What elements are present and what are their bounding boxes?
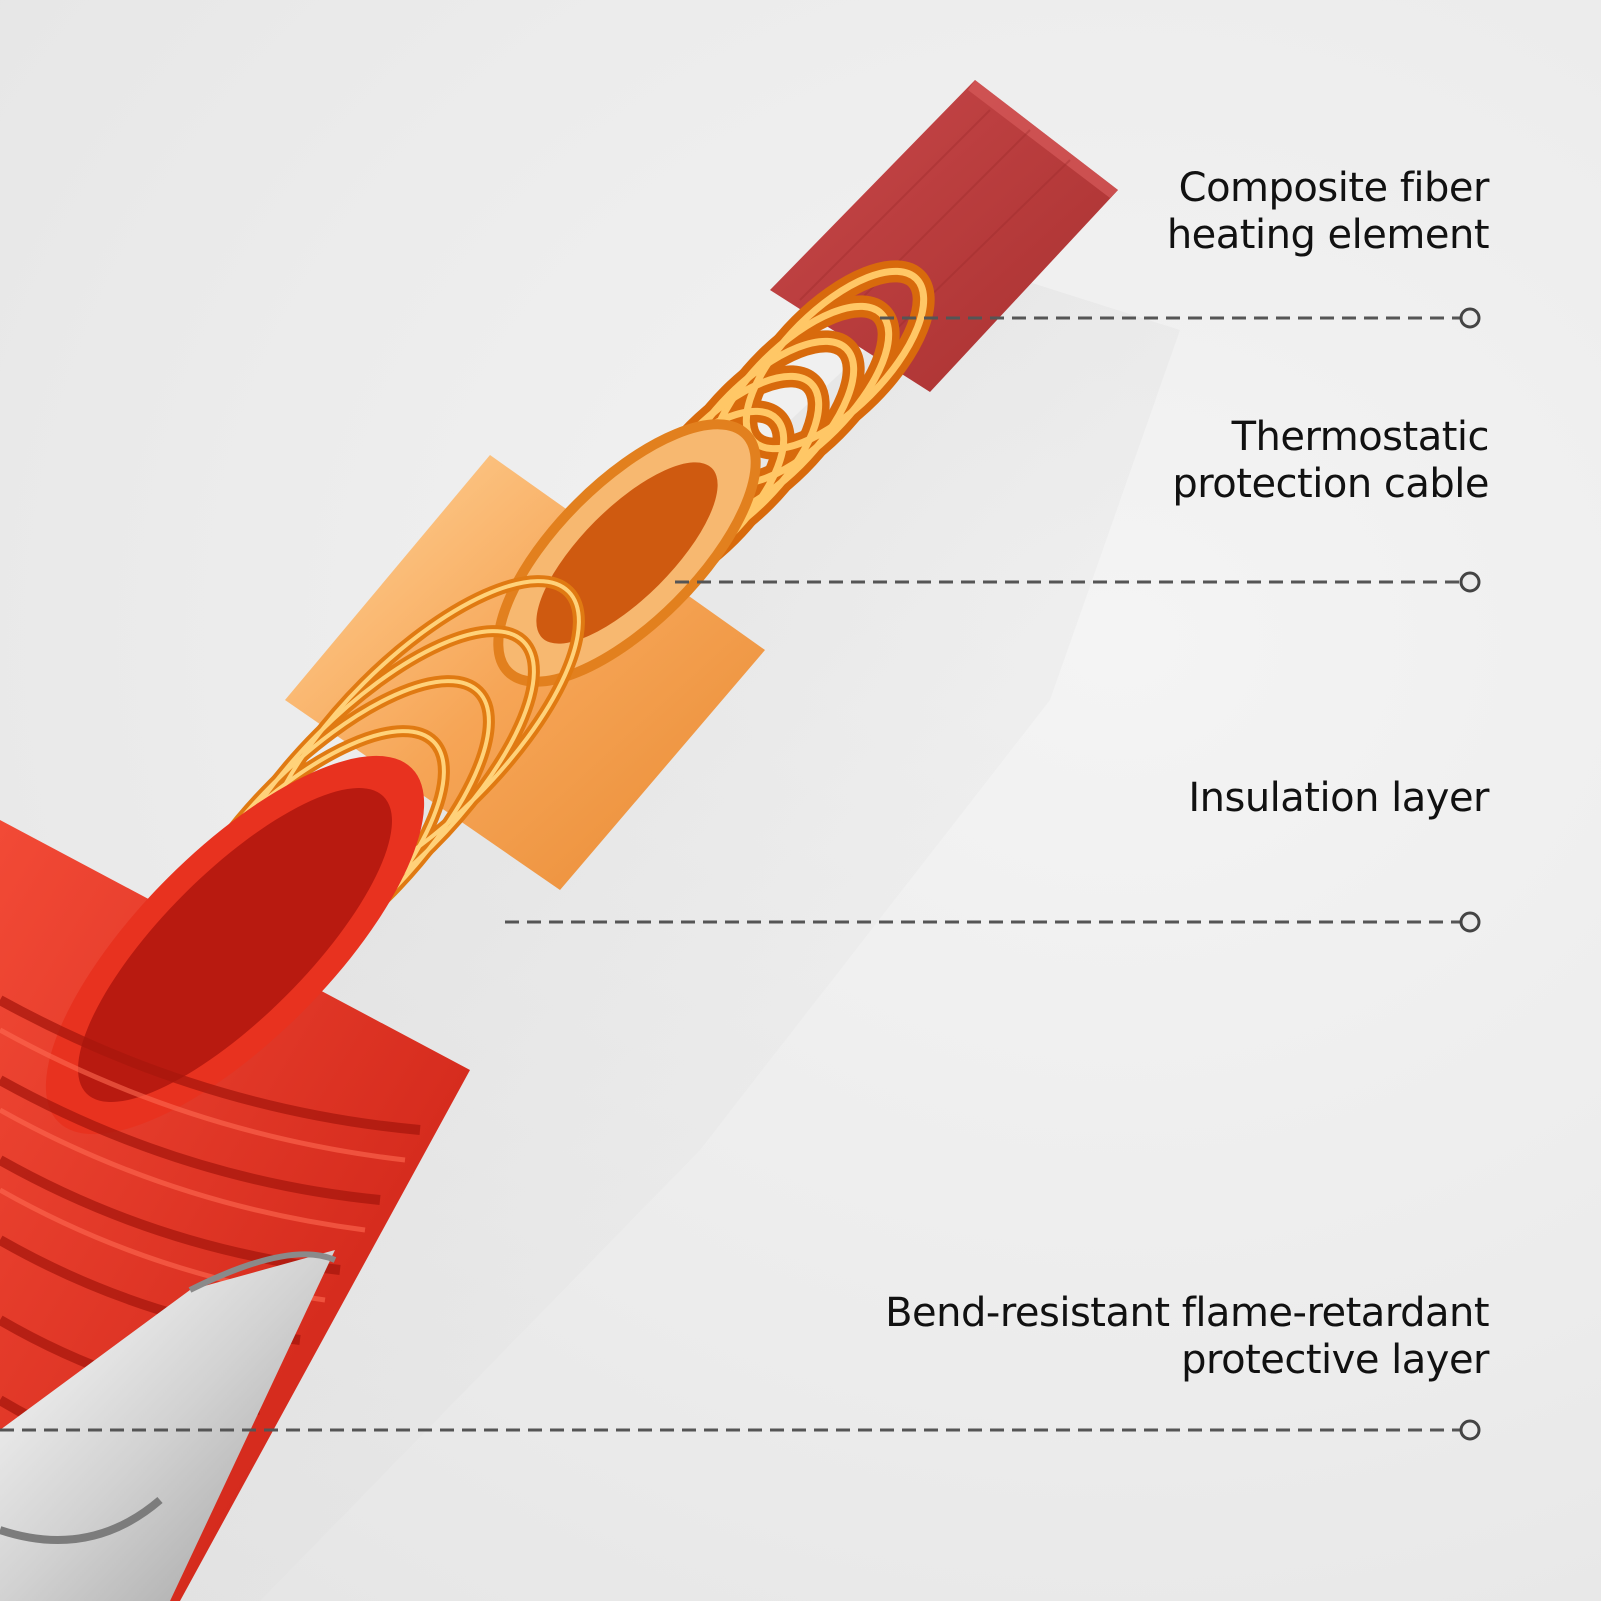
endpoint-circle-3 [1459,911,1481,933]
label-thermostatic-cable-line2: protection cable [1172,461,1489,507]
label-protective-layer-line1: Bend-resistant flame-retardant [885,1290,1489,1336]
label-heating-element-line2: heating element [1166,212,1490,258]
label-protective-layer: Bend-resistant flame-retardant protectiv… [885,1290,1489,1384]
leader-lines [0,316,1460,1432]
endpoint-circle-1 [1459,307,1481,329]
metal-sheath [0,1250,337,1601]
endpoint-circle-2 [1459,571,1481,593]
label-protective-layer-line2: protective layer [1181,1337,1489,1383]
label-heating-element: Composite fiber heating element [1166,165,1490,259]
endpoint-circle-4 [1459,1419,1481,1441]
label-heating-element-line1: Composite fiber [1178,165,1490,211]
label-thermostatic-cable: Thermostatic protection cable [1172,414,1489,508]
label-insulation-layer-line1: Insulation layer [1188,775,1489,821]
label-thermostatic-cable-line1: Thermostatic [1231,414,1490,460]
label-insulation-layer: Insulation layer [1188,775,1489,822]
leader-endpoints [1459,307,1481,1441]
